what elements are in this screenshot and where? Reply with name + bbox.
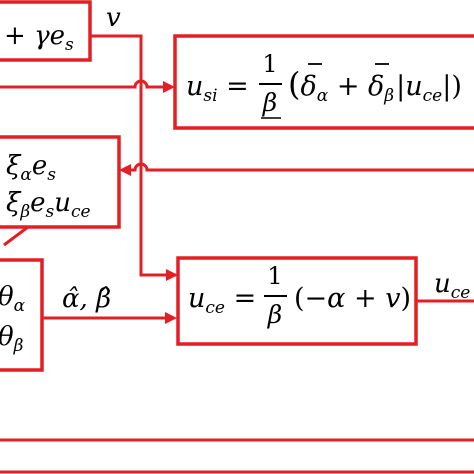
v-signal-line [90,34,176,277]
v-signal-arrow [166,269,178,281]
svg-text:uce =: uce = [188,283,256,318]
svg-text:β: β [262,88,277,117]
adaptive-law-row-1: ξαes [6,151,56,185]
theta-row-2: θβ [0,322,24,356]
svg-text:(δα + δβ|uce|): (δα + δβ|uce|) [288,65,462,106]
uce-output-label: uce [434,269,470,303]
theta-block [0,258,44,372]
svg-text:1: 1 [262,50,277,78]
input-to-usi-arrow [163,81,175,93]
adaptive-law-block [0,135,121,229]
v-label: v [106,3,121,33]
adaptive-to-theta-line [3,225,29,247]
svg-text:usi =: usi = [186,71,249,106]
feedback-to-adaptive-line [122,162,474,172]
feedback-to-adaptive-arrow [119,164,131,176]
svg-text:1: 1 [267,262,282,290]
top-left-block [0,0,92,62]
input-to-usi-line [0,79,172,89]
svg-text:(−α + v): (−α + v) [294,283,411,314]
alpha-beta-hat-label: α̂, β̂ [62,284,111,314]
uce-equation: uce = 1 β (−α + v) [188,262,411,329]
adaptive-law-row-2: ξβesuce [6,188,91,222]
estimate-arrow [165,312,177,324]
top-left-expression: + γes [4,21,74,55]
theta-row-1: θα [0,282,26,316]
usi-block [173,34,474,130]
usi-equation: usi = 1 β (δα + δβ|uce|) [186,50,462,119]
svg-text:β: β [267,300,282,329]
